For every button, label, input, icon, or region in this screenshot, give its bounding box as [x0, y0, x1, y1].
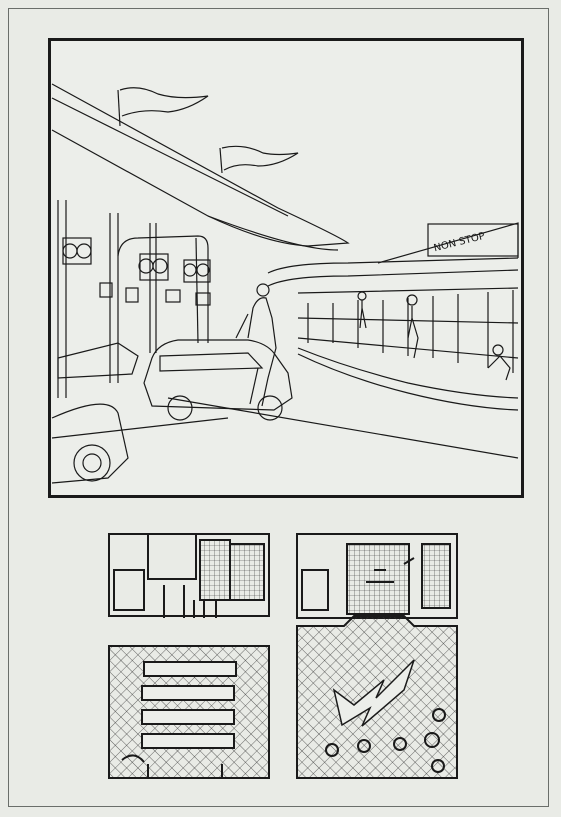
floor-plans: [108, 533, 458, 779]
flag-pole: [117, 89, 121, 127]
attendant-figure: [235, 297, 277, 407]
page-border: [8, 8, 549, 807]
illustration-frame: [48, 38, 524, 498]
car-foreground: [51, 403, 129, 484]
flag-left: [119, 87, 209, 117]
station-illustration: NON STOP: [48, 38, 524, 498]
plan-right: [296, 533, 458, 779]
non-stop-sign: [427, 223, 519, 257]
canopy-roof: [51, 83, 350, 247]
car-center: [143, 339, 293, 411]
line-drawing: [51, 83, 519, 484]
flag-right: [221, 145, 299, 171]
plan-left: [108, 533, 270, 779]
